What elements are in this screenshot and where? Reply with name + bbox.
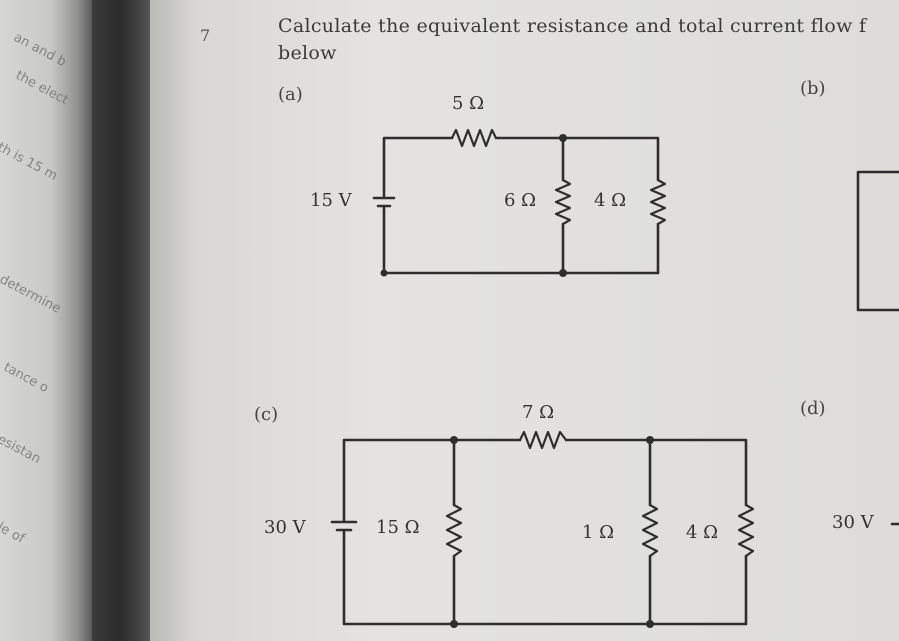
circuit-a-r-parallel-1-label: 6 Ω: [504, 190, 537, 211]
question-text-line1: Calculate the equivalent resistance and …: [278, 15, 867, 37]
circuit-a: [372, 128, 667, 277]
circuit-c-wire-top-right: [564, 438, 748, 507]
part-a-label: (a): [278, 84, 303, 105]
circuit-c-node: [646, 620, 654, 628]
circuit-a-wire-top-left: [382, 136, 454, 198]
circuit-c-resistor-parallel-1: [641, 504, 659, 557]
question-number: 7: [200, 26, 211, 45]
circuit-a-wire-top-right: [494, 136, 660, 182]
circuit-a-r-parallel-2-label: 4 Ω: [594, 190, 627, 211]
circuit-c-source-label: 30 V: [264, 517, 306, 538]
circuit-c-r-parallel-1-label: 1 Ω: [582, 522, 615, 543]
part-b-label: (b): [800, 78, 826, 99]
part-d-label: (d): [800, 398, 826, 419]
circuit-a-wire-bottom: [382, 210, 660, 275]
circuit-c-resistor-shunt: [445, 504, 463, 557]
circuit-a-source-label: 15 V: [310, 190, 352, 211]
circuit-c-r-parallel-2-label: 4 Ω: [686, 522, 719, 543]
circuit-c-node: [450, 620, 458, 628]
part-c-label: (c): [254, 404, 279, 425]
circuit-c-node: [646, 436, 654, 444]
circuit-a-resistor-parallel-1: [554, 179, 572, 225]
circuit-c-r-series-label: 7 Ω: [522, 402, 555, 423]
circuit-b-partial: [856, 170, 899, 312]
circuit-a-resistor-series: [451, 128, 497, 148]
circuit-c-r-shunt-label: 15 Ω: [376, 517, 420, 538]
circuit-a-node: [380, 269, 388, 277]
question-text-line2: below: [278, 42, 337, 64]
circuit-d-source-label: 30 V: [832, 512, 874, 533]
circuit-c: [330, 430, 755, 628]
circuit-c-wire-top-left: [342, 438, 522, 522]
circuit-c-resistor-parallel-2: [737, 504, 755, 557]
left-page: an and b the elect th is 15 m determine …: [0, 0, 92, 641]
circuit-a-r-series-label: 5 Ω: [452, 93, 485, 114]
textbook-page: [150, 0, 899, 641]
circuit-c-resistor-series: [519, 430, 567, 450]
circuit-a-node: [559, 134, 567, 142]
circuit-a-resistor-parallel-2: [649, 179, 667, 225]
circuit-c-node: [450, 436, 458, 444]
circuit-c-wire-bottom: [342, 534, 748, 626]
circuit-a-node: [559, 269, 567, 277]
